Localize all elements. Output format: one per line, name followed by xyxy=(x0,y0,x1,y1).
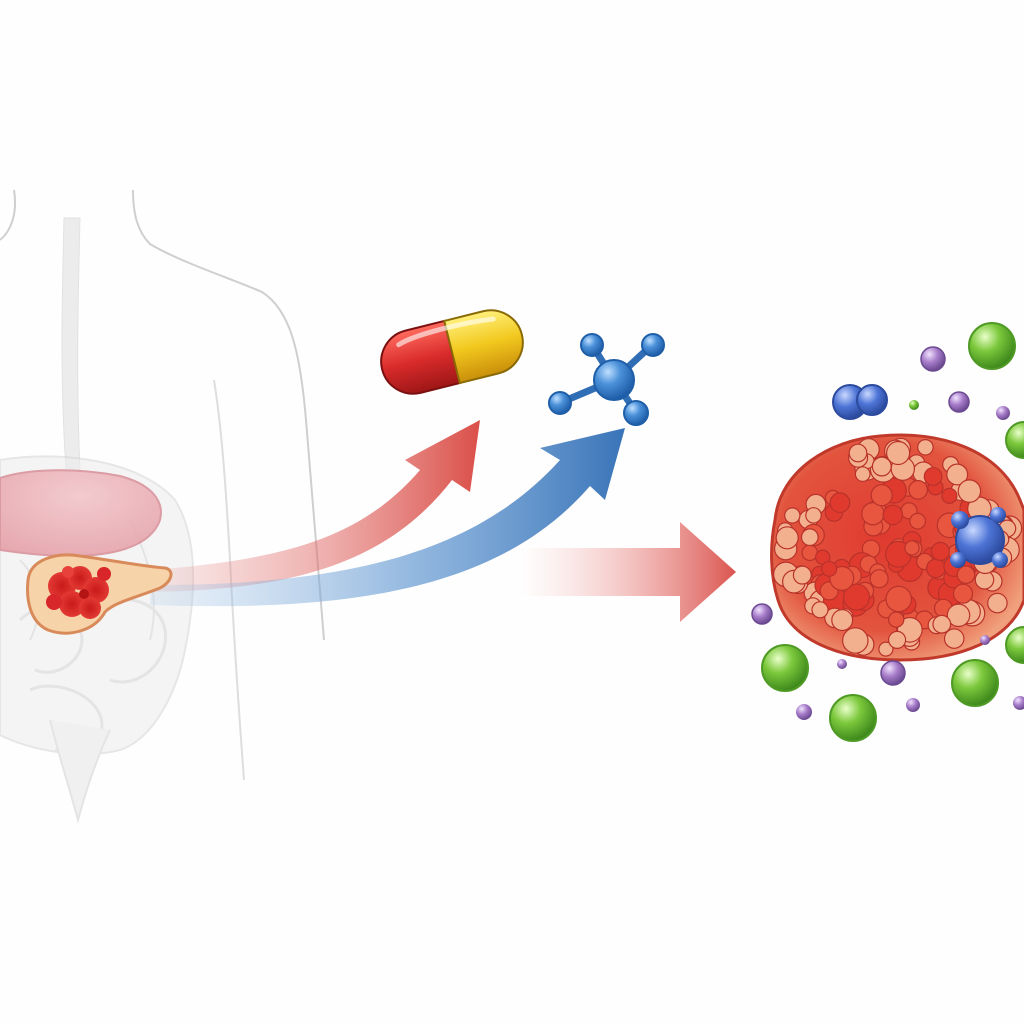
body-outline-neck xyxy=(132,189,325,641)
molecule-icon xyxy=(548,333,665,426)
capsule-red-half xyxy=(380,319,461,395)
cluster-cell xyxy=(870,484,893,507)
stomach-icon xyxy=(0,469,162,558)
molecule-atom-1 xyxy=(580,333,604,357)
cluster-cell xyxy=(882,504,904,526)
capsule-pill-icon xyxy=(380,309,524,395)
cluster-cell xyxy=(957,479,982,503)
cluster-cell xyxy=(923,467,943,486)
cluster-cell xyxy=(885,585,912,613)
cluster-cell xyxy=(888,611,905,628)
curved-arrows xyxy=(150,420,625,607)
straight-arrow xyxy=(520,522,736,622)
cluster-cell xyxy=(930,541,951,562)
green-particle xyxy=(1005,626,1024,664)
purple-particle xyxy=(948,391,970,413)
cluster-cell xyxy=(946,463,969,486)
cluster-cell xyxy=(946,603,971,628)
cluster-cell xyxy=(909,512,926,530)
cluster-cell xyxy=(800,528,819,547)
green-particle xyxy=(951,659,999,707)
cluster-cell xyxy=(811,601,829,619)
cluster-cell xyxy=(829,492,851,514)
purple-particle xyxy=(751,603,773,625)
cluster-cell xyxy=(831,609,854,632)
purple-particle xyxy=(920,346,946,372)
green-particle-small xyxy=(909,400,919,410)
purple-particle xyxy=(906,698,920,712)
esophagus xyxy=(61,217,81,471)
colon-tail xyxy=(49,719,111,824)
cluster-cell xyxy=(821,560,838,577)
green-particle xyxy=(1005,421,1024,459)
cluster-cell xyxy=(987,592,1008,614)
purple-particle xyxy=(996,406,1010,420)
cluster-cell xyxy=(926,558,946,579)
purple-particle xyxy=(1013,696,1024,710)
purple-particle-small xyxy=(837,659,847,669)
purple-particle-small xyxy=(980,635,990,645)
cluster-cell xyxy=(878,641,894,657)
cluster-cell xyxy=(775,526,799,550)
cluster-cell xyxy=(904,540,920,556)
blue-curved-arrow xyxy=(150,428,625,607)
pancreas-with-tumor-icon xyxy=(26,553,173,635)
molecule-atom-4 xyxy=(623,400,649,426)
capsule-highlight xyxy=(396,316,496,348)
cluster-cell xyxy=(784,507,801,524)
body-inner-arm-line xyxy=(213,379,245,781)
molecule-atom-2 xyxy=(641,333,665,357)
cluster-cell xyxy=(943,628,965,649)
blue-particle xyxy=(856,384,888,416)
cluster-cell xyxy=(869,569,889,589)
cluster-cell xyxy=(941,487,958,504)
cluster-cell xyxy=(792,565,812,585)
cluster-cell xyxy=(956,565,976,584)
tumor-cell-cluster-icon xyxy=(770,433,1024,662)
purple-particle xyxy=(796,704,812,720)
cluster-cells xyxy=(773,437,1023,657)
molecule-atom-3 xyxy=(548,391,572,415)
purple-particle xyxy=(880,660,906,686)
tumor-mass xyxy=(46,566,111,619)
cluster-cell xyxy=(932,614,952,634)
blue-cell-inside-cluster xyxy=(950,507,1008,568)
red-curved-arrow xyxy=(150,420,480,592)
green-particle xyxy=(968,322,1016,370)
cluster-cell xyxy=(805,507,822,524)
cluster-cell xyxy=(908,480,928,500)
green-particle xyxy=(761,644,809,692)
cluster-cell xyxy=(854,466,871,483)
cluster-cell xyxy=(885,440,911,466)
molecule-center-atom xyxy=(593,359,635,401)
capsule-yellow-half xyxy=(443,309,524,385)
green-particle xyxy=(829,694,877,742)
cluster-cell xyxy=(887,630,907,650)
cluster-cell xyxy=(848,443,868,463)
floating-particles xyxy=(751,322,1024,742)
cluster-cell xyxy=(917,438,934,456)
body-outline-left xyxy=(0,189,16,241)
cluster-cell xyxy=(841,627,869,654)
cluster-cell xyxy=(842,583,870,611)
cluster-cell xyxy=(952,583,974,604)
